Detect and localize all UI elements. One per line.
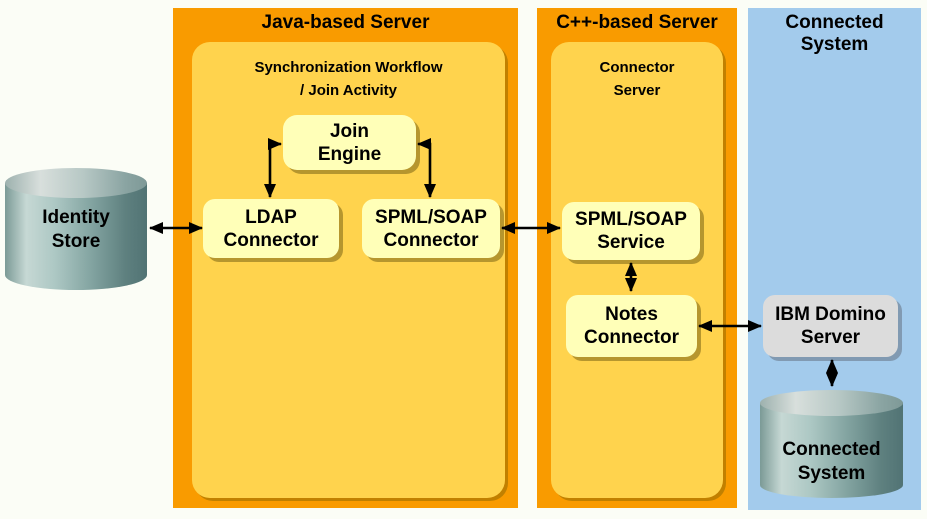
sync-workflow-label: Synchronization Workflow / Join Activity (254, 59, 443, 99)
join-engine-node: Join Engine (283, 115, 416, 170)
connector-server-label: Connector Server (599, 59, 675, 99)
spml-soap-connector-node: SPML/SOAP Connector (362, 199, 500, 258)
connected-system-db-label: Connected System (782, 439, 881, 484)
connected-system-title: Connected System (785, 12, 884, 55)
identity-store-label: Identity Store (42, 207, 110, 252)
cylinder-top (760, 390, 903, 416)
connected-system-database: Connected System (760, 390, 903, 498)
cpp-server-title: C++-based Server (556, 12, 718, 33)
cylinder-body (760, 403, 903, 498)
notes-connector-node: Notes Connector (566, 295, 697, 357)
ldap-connector-node: LDAP Connector (203, 199, 339, 258)
ibm-domino-server-node: IBM Domino Server (763, 295, 898, 357)
java-server-title: Java-based Server (261, 12, 430, 33)
cylinder-body (5, 183, 147, 290)
spml-soap-service-node: SPML/SOAP Service (562, 202, 700, 260)
connector-server-inner-panel (551, 42, 723, 498)
java-inner-panel (192, 42, 505, 498)
identity-store-database: Identity Store (5, 168, 147, 290)
cylinder-top (5, 168, 147, 198)
